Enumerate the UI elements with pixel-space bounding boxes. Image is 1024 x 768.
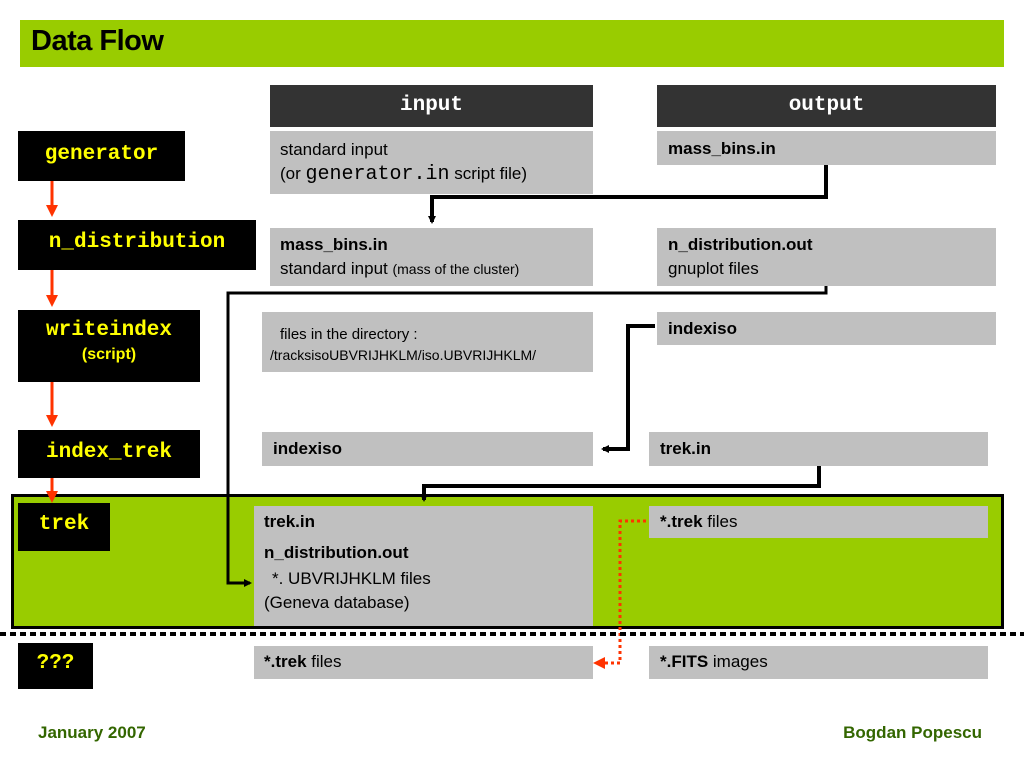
input-unknown: *.trek files [254, 646, 593, 679]
input-n-distribution-line1: mass_bins.in [280, 235, 388, 254]
input-trek-line3: *. UBVRIJHKLM files [272, 569, 431, 588]
output-unknown-rest: images [708, 652, 768, 671]
output-trek-rest: files [702, 512, 738, 531]
program-index-trek: index_trek [18, 430, 200, 478]
output-index-trek: trek.in [649, 432, 988, 466]
input-trek-line2: n_distribution.out [264, 543, 409, 562]
input-generator-code: generator.in [305, 163, 450, 186]
output-column-header: output [657, 85, 996, 127]
input-trek-line1: trek.in [264, 512, 316, 531]
program-n-distribution: n_distribution [18, 220, 256, 270]
output-n-distribution: n_distribution.out gnuplot files [657, 228, 996, 286]
input-unknown-bold: *.trek [264, 652, 307, 671]
input-generator-line1: standard input [280, 140, 388, 159]
page-title: Data Flow [31, 25, 164, 57]
program-unknown: ??? [18, 643, 93, 689]
connector-n-distribution-out [226, 286, 828, 587]
input-column-header: input [270, 85, 593, 127]
connector-trek-files [593, 519, 646, 669]
output-unknown-bold: *.FITS [660, 652, 709, 671]
connector-mass-bins [428, 165, 828, 224]
input-n-distribution: mass_bins.in standard input (mass of the… [270, 228, 593, 286]
input-n-distribution-note: (mass of the cluster) [392, 261, 520, 277]
output-n-distribution-line2: gnuplot files [668, 259, 759, 278]
input-writeindex-line1: files in the directory : [280, 326, 418, 343]
output-trek-bold: *.trek [660, 512, 703, 531]
output-unknown: *.FITS images [649, 646, 988, 679]
input-trek-line4: (Geneva database) [264, 593, 410, 612]
output-writeindex: indexiso [657, 312, 996, 345]
output-trek: *.trek files [649, 506, 988, 538]
input-writeindex-line2: /tracksisoUBVRIJHKLM/iso.UBVRIJHKLM/ [270, 347, 537, 363]
output-n-distribution-line1: n_distribution.out [668, 235, 813, 254]
input-generator-pre: (or [280, 164, 306, 183]
connector-trek-in [420, 466, 821, 502]
output-generator: mass_bins.in [657, 131, 996, 165]
program-writeindex-name: writeindex [45, 319, 173, 342]
program-trek: trek [18, 503, 110, 551]
connector-indexiso [601, 324, 655, 453]
program-writeindex: writeindex (script) [18, 310, 200, 382]
input-unknown-rest: files [306, 652, 342, 671]
input-index-trek: indexiso [262, 432, 593, 466]
program-writeindex-sub: (script) [81, 346, 137, 363]
input-n-distribution-line2: standard input [280, 259, 388, 278]
footer-author: Bogdan Popescu [843, 723, 982, 742]
program-generator: generator [18, 131, 185, 181]
input-trek: trek.in n_distribution.out *. UBVRIJHKLM… [254, 506, 593, 626]
title-bar [20, 20, 1004, 67]
input-writeindex: files in the directory : /tracksisoUBVRI… [262, 312, 593, 372]
input-generator: standard input (or generator.in script f… [270, 131, 593, 194]
input-generator-post: script file) [449, 164, 527, 183]
footer-date: January 2007 [38, 723, 146, 742]
